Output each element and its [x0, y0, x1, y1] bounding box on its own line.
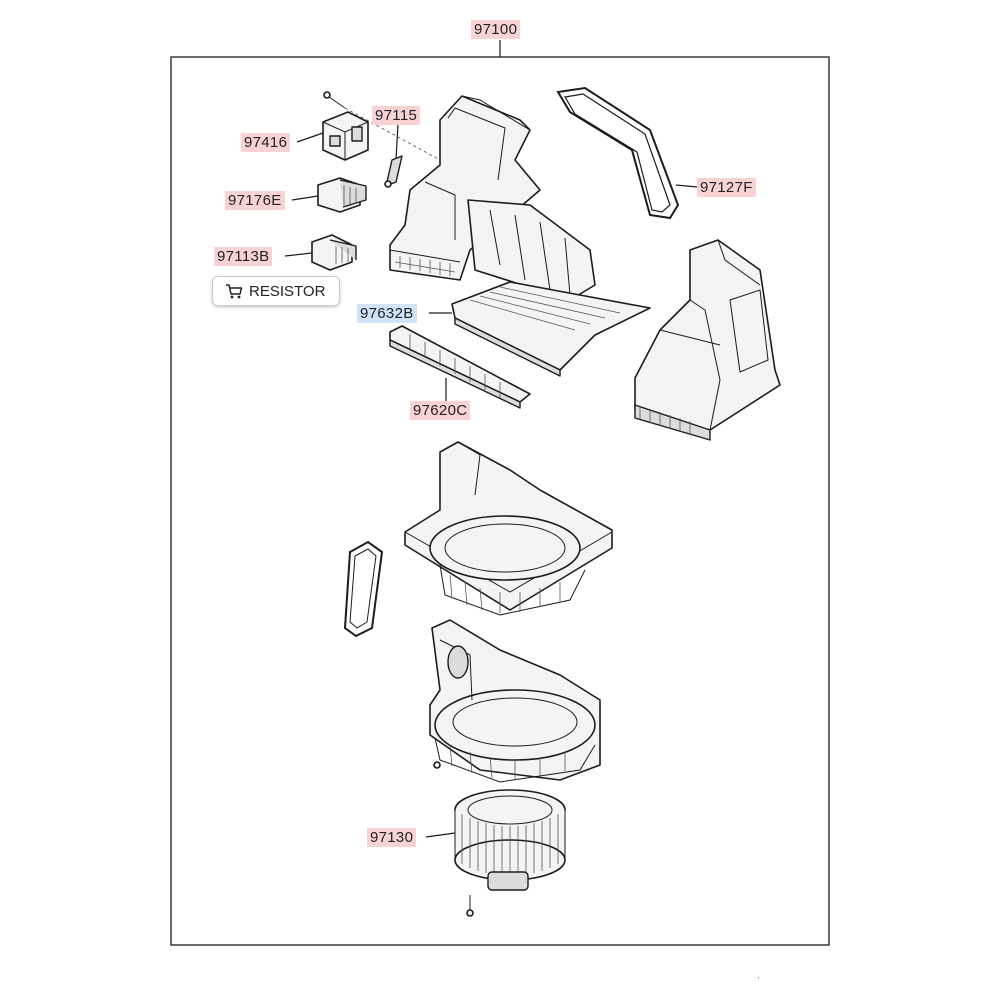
side-housing: [634, 239, 781, 441]
intake-housing: [389, 95, 596, 301]
callout-97416[interactable]: 97416: [241, 133, 291, 152]
blower-lower-case: [429, 619, 601, 783]
callout-97130[interactable]: 97130: [367, 828, 417, 847]
cart-icon: [226, 284, 243, 299]
callout-97632b[interactable]: 97632B: [357, 304, 417, 323]
link-97115: [384, 155, 403, 188]
actuator-97416: [322, 111, 369, 161]
seal-ring: [343, 540, 384, 638]
gasket-97127F: [556, 86, 680, 220]
resistor-cart-button[interactable]: RESISTOR: [212, 276, 340, 306]
assembly-label[interactable]: 97100: [471, 20, 521, 39]
screw-top: [323, 91, 441, 161]
callout-97620c[interactable]: 97620C: [410, 401, 471, 420]
resistor-97113B: [311, 234, 357, 271]
resistor-button-label: RESISTOR: [249, 282, 326, 300]
page-mark: ': [758, 976, 760, 985]
leader-lines: [284, 123, 698, 838]
connector-97176E: [317, 177, 367, 213]
callout-97176e[interactable]: 97176E: [225, 191, 285, 210]
callout-97113b[interactable]: 97113B: [214, 247, 273, 266]
blower-motor-97130: [454, 789, 566, 917]
callout-97127f[interactable]: 97127F: [697, 178, 756, 197]
blower-upper-case: [404, 441, 613, 616]
grille-97620C: [389, 325, 531, 409]
callout-97115[interactable]: 97115: [372, 106, 421, 125]
filter-97632B: [451, 281, 651, 377]
